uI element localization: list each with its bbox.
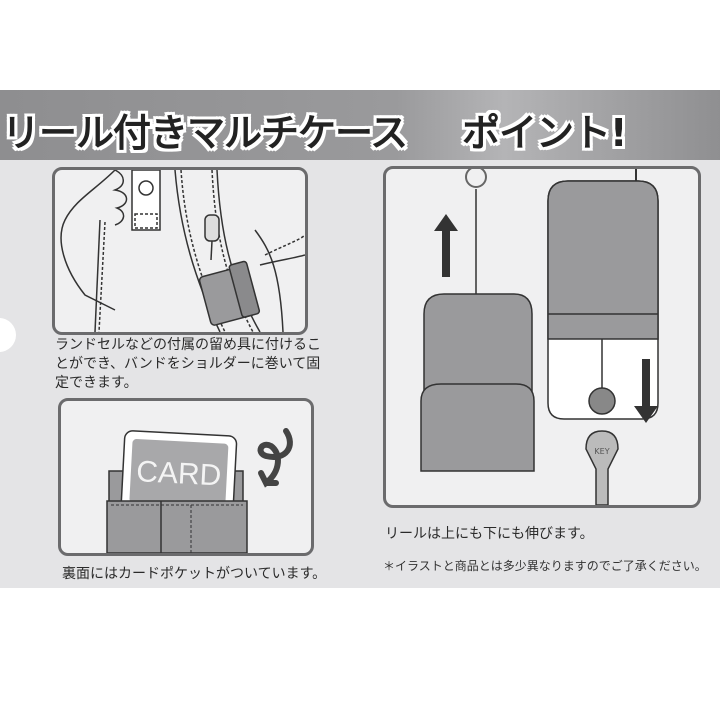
card-pocket-drawing: CARD (106, 428, 293, 553)
title-banner (0, 90, 720, 160)
card-label: CARD (136, 455, 223, 492)
illustration-card-pocket: CARD (58, 398, 314, 556)
illustration-reel: KEY (383, 166, 701, 508)
product-title: リール付きマルチケース (2, 111, 408, 155)
hang-hole (0, 318, 16, 352)
disclaimer-note: ＊イラストと商品とは多少異なりますのでご了承ください。 (383, 559, 707, 573)
shoulder-strap-drawing (60, 170, 305, 332)
reel-caption: リールは上にも下にも伸びます。 (385, 526, 594, 542)
curved-arrow-icon (257, 428, 293, 488)
arrow-down-icon (634, 359, 658, 423)
card-pocket-caption: 裏面にはカードポケットがついています。 (62, 566, 327, 582)
shoulder-strap-caption: ランドセルなどの付属の留め具に付けることができ、バンドをショルダーに巻いて固定で… (55, 337, 321, 391)
illustration-shoulder-strap (52, 167, 308, 335)
key-label: KEY (594, 447, 609, 456)
arrow-up-icon (434, 214, 458, 277)
reel-drawing: KEY (420, 169, 659, 505)
point-heading: ポイント! (462, 111, 627, 155)
